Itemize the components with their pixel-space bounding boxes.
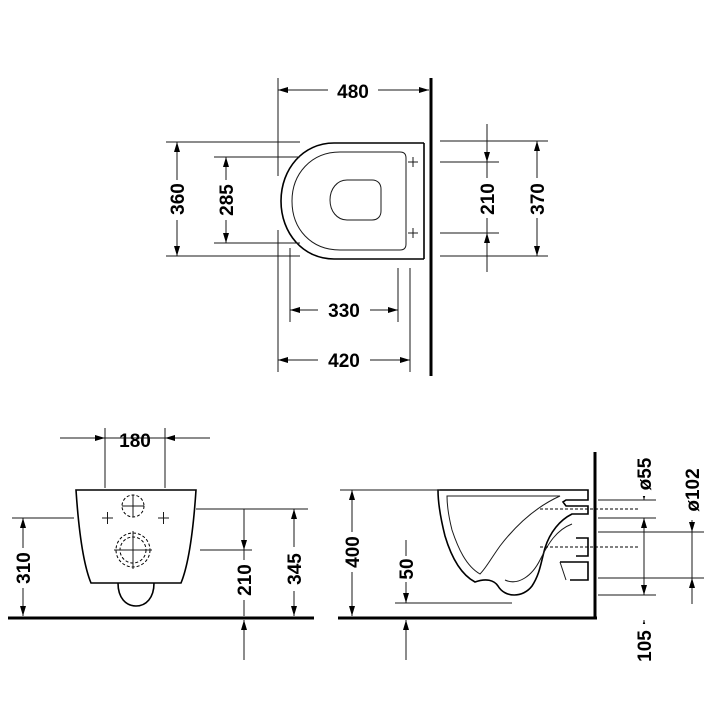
dim-50: 50 — [397, 558, 418, 579]
front-view: 180 310 210 345 — [8, 428, 314, 660]
bowl-outline-top — [280, 142, 424, 260]
fixing-point-upper — [408, 157, 418, 167]
fixing-point-right — [158, 512, 169, 524]
side-view: 400 50 ø55 ø102 105 — [338, 452, 705, 668]
bowl-opening — [329, 179, 382, 221]
bowl-outline-side — [437, 489, 589, 596]
top-view: 480 360 285 210 370 330 — [165, 78, 549, 376]
dim-210-front: 210 — [235, 564, 256, 596]
dim-330: 330 — [328, 301, 360, 322]
dim-420: 420 — [328, 351, 360, 372]
trap-curve — [504, 523, 573, 583]
dim-285: 285 — [217, 184, 238, 216]
dim-360: 360 — [168, 183, 189, 215]
bowl-base-front — [117, 582, 155, 607]
dim-345: 345 — [285, 553, 306, 585]
dim-diam-102: ø102 — [683, 468, 704, 511]
fixing-point-lower — [408, 228, 418, 238]
bowl-inner-side — [446, 495, 561, 575]
bowl-outline-front — [75, 489, 197, 584]
fixing-point-left — [102, 512, 113, 524]
dim-310: 310 — [14, 552, 35, 584]
dim-480: 480 — [337, 82, 369, 103]
dim-105: 105 — [635, 630, 656, 662]
dim-diam-55: ø55 — [635, 457, 656, 490]
dim-180: 180 — [119, 431, 151, 452]
dim-210-top: 210 — [478, 183, 499, 215]
dim-370: 370 — [528, 183, 549, 215]
bowl-inner-rim — [291, 151, 407, 251]
dim-400: 400 — [343, 536, 364, 568]
